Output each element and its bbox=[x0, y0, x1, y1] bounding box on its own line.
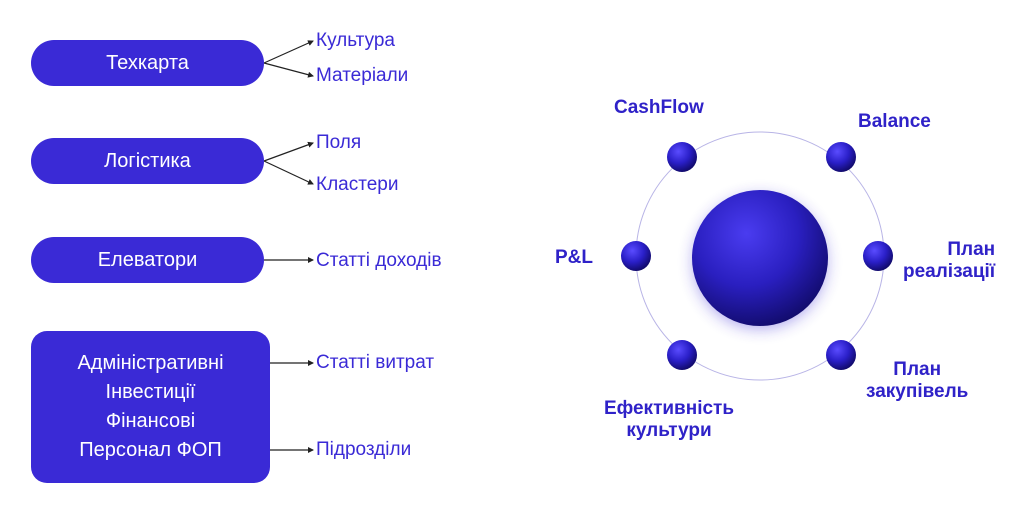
node-pl bbox=[621, 241, 651, 271]
leaf-income-items: Статті доходів bbox=[316, 250, 442, 271]
leaf-clusters: Кластери bbox=[316, 174, 399, 195]
node-plan-purchases bbox=[826, 340, 856, 370]
node-balance bbox=[826, 142, 856, 172]
connector-line bbox=[263, 160, 314, 185]
label-plan-realization: План реалізації bbox=[903, 239, 996, 282]
label-pl: P&L bbox=[555, 247, 593, 268]
pill-label: Елеватори bbox=[97, 248, 198, 271]
block-line: Фінансові bbox=[105, 410, 196, 432]
label-plan-purchases: План закупівель bbox=[866, 359, 969, 402]
cost-categories-block: Адміністративні Інвестиції Фінансові Пер… bbox=[31, 331, 270, 483]
central-sphere bbox=[692, 190, 828, 326]
connector-line bbox=[263, 62, 314, 78]
pill-elevators: Елеватори bbox=[31, 237, 264, 283]
leaf-expense-items: Статті витрат bbox=[316, 352, 435, 373]
label-balance: Balance bbox=[858, 111, 931, 132]
pill-label: Техкарта bbox=[106, 51, 189, 74]
block-line: Персонал ФОП bbox=[79, 439, 222, 461]
node-plan-realization bbox=[863, 241, 893, 271]
node-efficiency bbox=[667, 340, 697, 370]
pill-logistics: Логістика bbox=[31, 138, 264, 184]
pill-label: Логістика bbox=[104, 149, 191, 172]
leaf-culture: Культура bbox=[316, 30, 395, 51]
connector-line bbox=[263, 40, 314, 64]
block-line: Адміністративні bbox=[77, 352, 224, 374]
pill-techcard: Техкарта bbox=[31, 40, 264, 86]
connector-line bbox=[263, 141, 314, 162]
leaf-fields: Поля bbox=[316, 132, 362, 153]
label-efficiency: Ефективність культури bbox=[603, 398, 735, 441]
node-cashflow bbox=[667, 142, 697, 172]
leaf-departments: Підрозділи bbox=[316, 439, 412, 460]
block-line: Інвестиції bbox=[105, 381, 196, 403]
label-cashflow: CashFlow bbox=[614, 97, 704, 118]
leaf-materials: Матеріали bbox=[316, 65, 409, 86]
